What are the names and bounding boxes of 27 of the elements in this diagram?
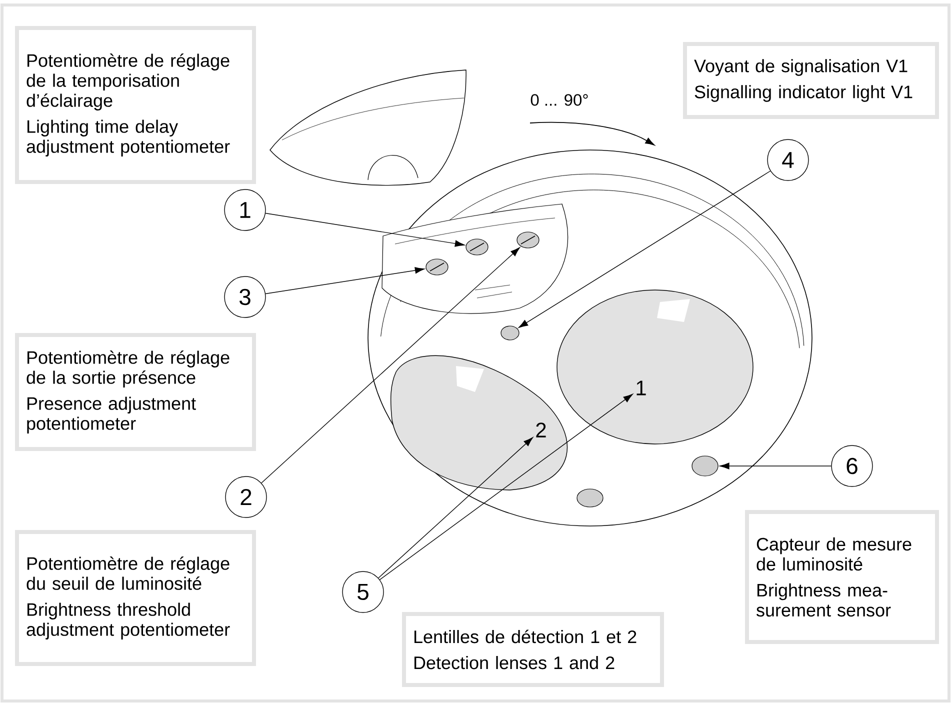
- leader-arrow: [265, 212, 465, 247]
- leader-arrow: [379, 394, 633, 580]
- label-box: Potentiomètre de réglage de la sortie présence Presence adjustment potentiometer: [15, 333, 256, 451]
- potentiometer: [466, 238, 488, 256]
- callout-number: 3: [224, 276, 266, 318]
- label-box: Voyant de signalisation V1 Signalling indicator light V1: [683, 42, 939, 119]
- lens-number: 1: [636, 380, 646, 396]
- leader-arrow: [378, 437, 534, 578]
- callout-number: 6: [831, 445, 873, 487]
- potentiometer: [426, 258, 448, 276]
- callout-number: 2: [225, 476, 267, 518]
- leader-arrow: [720, 462, 832, 470]
- angle-label: 0 ... 90°: [530, 94, 588, 106]
- leader-arrow: [518, 170, 771, 328]
- indicator-light: [500, 326, 520, 340]
- callout-number: 1: [224, 189, 266, 231]
- leader-arrow: [261, 247, 520, 484]
- label-box: Capteur de mesure de luminosité Brightness mea- surement sensor: [745, 510, 939, 644]
- lens-number: 2: [536, 422, 546, 438]
- label-box: Potentiomètre de réglage de la temporisation d’éclairage Lighting time delay adjustment potentiometer: [15, 26, 256, 184]
- leader-arrow: [265, 267, 425, 294]
- label-box: Potentiomètre de réglage du seuil de luminosité Brightness threshold adjustment potentiometer: [15, 530, 256, 666]
- label-box: Lentilles de détection 1 et 2 Detection lenses 1 and 2: [402, 612, 664, 687]
- callout-number: 4: [767, 139, 809, 181]
- callout-number: 5: [342, 571, 384, 613]
- brightness-sensor: [692, 456, 718, 476]
- potentiometer: [516, 232, 540, 248]
